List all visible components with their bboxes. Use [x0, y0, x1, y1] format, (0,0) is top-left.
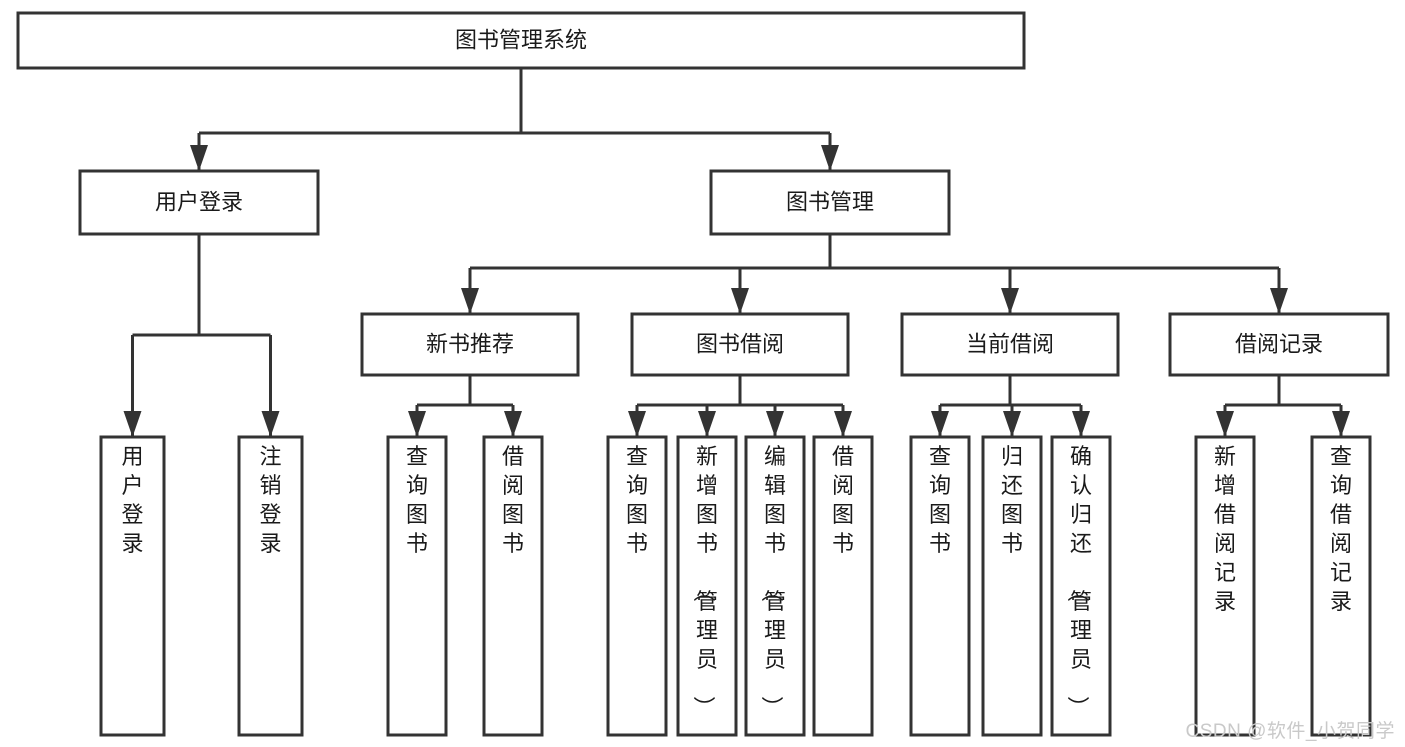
node-leaf-edit-book-admin[interactable]: 编辑图书（管理员） [744, 435, 806, 737]
node-leaf-query-book-2[interactable]: 查询图书 [606, 435, 668, 737]
node-label-leaf-query-book-3: 查询图书 [929, 444, 951, 556]
node-box-book-manage [709, 169, 951, 236]
node-box-leaf-edit-book-admin [744, 435, 806, 737]
arrow-head-icon-book-borrow [731, 288, 749, 314]
arrow-head-icon-book-manage [821, 145, 839, 171]
node-label-leaf-borrow-book-1: 借阅图书 [502, 444, 524, 556]
node-box-current-borrow [900, 312, 1120, 377]
node-label-leaf-query-book-1: 查询图书 [406, 444, 428, 556]
node-box-leaf-query-borrow-record [1310, 435, 1372, 737]
node-label-leaf-return-book: 归还图书 [1001, 444, 1023, 556]
arrow-head-icon-leaf-logout [261, 411, 280, 437]
node-label-user-login: 用户登录 [155, 189, 243, 214]
arrow-head-icon-leaf-edit-book-admin [766, 411, 784, 437]
node-leaf-query-book-3[interactable]: 查询图书 [909, 435, 971, 737]
node-book-borrow[interactable]: 图书借阅 [630, 312, 850, 377]
node-leaf-logout[interactable]: 注销登录 [237, 435, 304, 737]
node-leaf-borrow-book-1[interactable]: 借阅图书 [482, 435, 544, 737]
node-label-leaf-borrow-book-2: 借阅图书 [832, 444, 854, 556]
node-leaf-add-borrow-record[interactable]: 新增借阅记录 [1194, 435, 1256, 737]
node-label-leaf-logout: 注销登录 [259, 444, 281, 556]
node-box-leaf-query-book-3 [909, 435, 971, 737]
node-label-leaf-user-login: 用户登录 [121, 444, 143, 556]
node-box-new-book-recommend [360, 312, 580, 377]
node-box-leaf-logout [237, 435, 304, 737]
arrow-head-icon-leaf-user-login [123, 411, 142, 437]
arrow-head-icon-leaf-query-book-1 [408, 411, 426, 437]
node-label-new-book-recommend: 新书推荐 [426, 331, 514, 356]
node-leaf-confirm-return-admin[interactable]: 确认归还（管理员） [1050, 435, 1112, 737]
node-borrow-record[interactable]: 借阅记录 [1168, 312, 1390, 377]
arrow-head-icon-leaf-return-book [1003, 411, 1021, 437]
node-box-leaf-query-book-2 [606, 435, 668, 737]
node-box-user-login [78, 169, 320, 236]
node-box-leaf-borrow-book-2 [812, 435, 874, 737]
node-box-leaf-borrow-book-1 [482, 435, 544, 737]
node-label-leaf-add-borrow-record: 新增借阅记录 [1214, 444, 1236, 614]
node-leaf-return-book[interactable]: 归还图书 [981, 435, 1043, 737]
node-user-login[interactable]: 用户登录 [78, 169, 320, 236]
node-new-book-recommend[interactable]: 新书推荐 [360, 312, 580, 377]
node-label-book-borrow: 图书借阅 [696, 331, 784, 356]
node-box-root [16, 11, 1026, 70]
arrow-head-icon-leaf-query-book-3 [931, 411, 949, 437]
node-box-leaf-query-book-1 [386, 435, 448, 737]
node-box-leaf-return-book [981, 435, 1043, 737]
arrow-head-icon-leaf-add-borrow-record [1216, 411, 1234, 437]
arrow-head-icon-leaf-query-book-2 [628, 411, 646, 437]
arrow-head-icon-current-borrow [1001, 288, 1019, 314]
node-leaf-borrow-book-2[interactable]: 借阅图书 [812, 435, 874, 737]
node-leaf-query-borrow-record[interactable]: 查询借阅记录 [1310, 435, 1372, 737]
node-label-borrow-record: 借阅记录 [1235, 331, 1323, 356]
node-label-leaf-query-book-2: 查询图书 [626, 444, 648, 556]
node-leaf-user-login[interactable]: 用户登录 [99, 435, 166, 737]
node-box-leaf-user-login [99, 435, 166, 737]
connector-layer [123, 68, 1350, 437]
node-label-leaf-confirm-return-admin: 确认归还（管理员） [1065, 444, 1092, 718]
node-label-leaf-edit-book-admin: 编辑图书（管理员） [759, 444, 786, 718]
node-root[interactable]: 图书管理系统 [16, 11, 1026, 70]
arrow-head-icon-user-login [190, 145, 208, 171]
node-box-borrow-record [1168, 312, 1390, 377]
node-box-leaf-add-borrow-record [1194, 435, 1256, 737]
arrow-head-icon-borrow-record [1270, 288, 1288, 314]
node-book-manage[interactable]: 图书管理 [709, 169, 951, 236]
node-leaf-add-book-admin[interactable]: 新增图书（管理员） [676, 435, 738, 737]
node-layer: 图书管理系统用户登录图书管理新书推荐图书借阅当前借阅借阅记录用户登录注销登录查询… [16, 11, 1390, 737]
arrow-head-icon-leaf-confirm-return-admin [1072, 411, 1090, 437]
node-box-book-borrow [630, 312, 850, 377]
arrow-head-icon-leaf-query-borrow-record [1332, 411, 1350, 437]
node-box-leaf-add-book-admin [676, 435, 738, 737]
arrow-head-icon-leaf-add-book-admin [698, 411, 716, 437]
node-label-current-borrow: 当前借阅 [966, 331, 1054, 356]
arrow-head-icon-leaf-borrow-book-2 [834, 411, 852, 437]
node-current-borrow[interactable]: 当前借阅 [900, 312, 1120, 377]
node-box-leaf-confirm-return-admin [1050, 435, 1112, 737]
node-label-root: 图书管理系统 [455, 27, 587, 52]
arrow-head-icon-new-book-recommend [461, 288, 479, 314]
node-leaf-query-book-1[interactable]: 查询图书 [386, 435, 448, 737]
node-label-leaf-add-book-admin: 新增图书（管理员） [691, 444, 718, 718]
node-label-book-manage: 图书管理 [786, 189, 874, 214]
arrow-head-icon-leaf-borrow-book-1 [504, 411, 522, 437]
node-label-leaf-query-borrow-record: 查询借阅记录 [1330, 444, 1352, 614]
